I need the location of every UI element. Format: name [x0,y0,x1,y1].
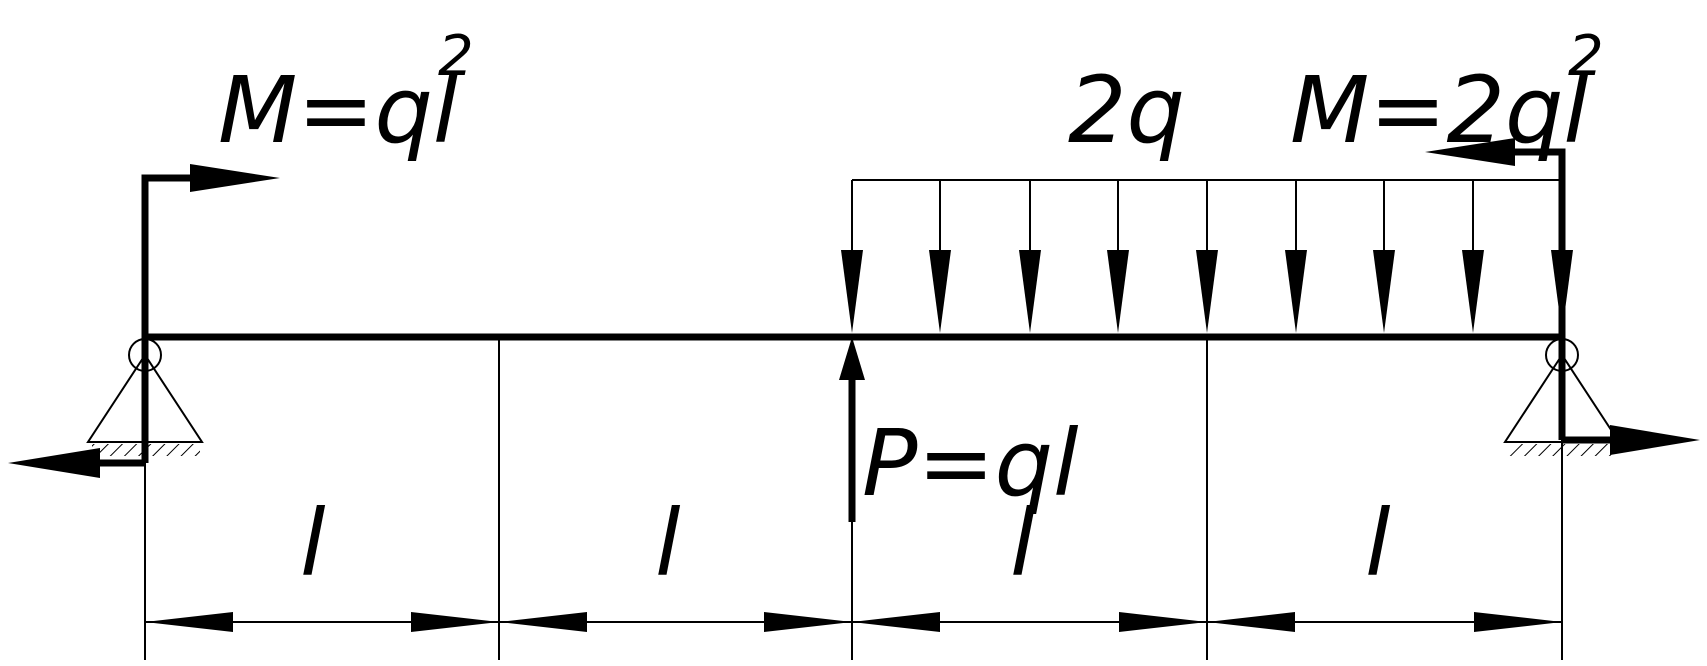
moment-left-exponent: 2 [438,24,474,89]
distributed-load [841,179,1573,333]
dimension-arrow-right [1119,612,1207,632]
dimension-arrow-left [499,612,587,632]
left-moment-arrow [8,164,280,478]
distributed-load-label: 2q [1068,57,1185,164]
load-arrow-head [1196,250,1218,333]
dimension-arrow-right [1474,612,1562,632]
load-arrow-head [1551,250,1573,333]
right-moment-arrow [1425,138,1700,455]
dimension-lines [145,612,1562,632]
dimension-arrow-left [1207,612,1295,632]
load-arrow-head [1107,250,1129,333]
section-lines [144,337,1563,660]
span-label-3: l [1010,490,1036,597]
load-arrow-head [1019,250,1041,333]
dimension-arrow-left [145,612,233,632]
load-arrow-head [1462,250,1484,333]
dimension-arrow-right [411,612,499,632]
load-arrow-head [1373,250,1395,333]
moment-left-label: M=ql [218,57,459,164]
moment-right-exponent: 2 [1568,24,1604,89]
load-arrow-head [1285,250,1307,333]
dimension-arrow-left [852,612,940,632]
span-label-4: l [1365,490,1391,597]
dimension-arrow-right [764,612,852,632]
moment-right-label: M=2ql [1290,57,1589,164]
point-force-label: P=ql [862,410,1079,517]
span-label-2: l [655,490,681,597]
load-arrow-head [841,250,863,333]
span-label-1: l [300,490,326,597]
load-arrow-head [929,250,951,333]
